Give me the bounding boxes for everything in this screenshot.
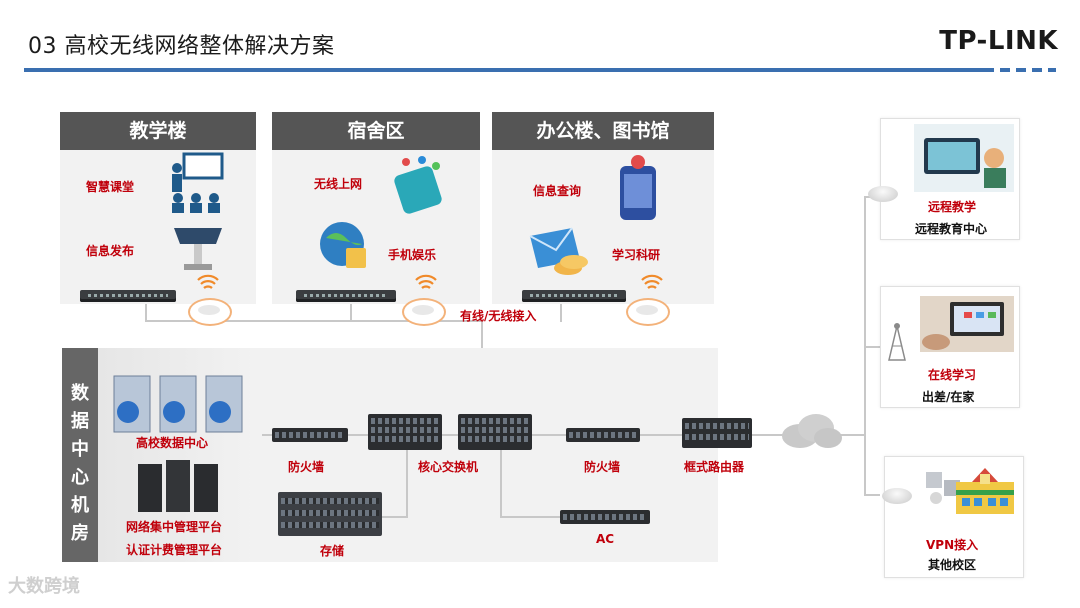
router-icon (868, 186, 898, 202)
watermark: 大数跨境 (8, 576, 80, 597)
zone-office-library: 办公楼、图书馆 (492, 112, 714, 304)
core-switch-left (368, 414, 442, 450)
label-core-switch: 核心交换机 (418, 460, 479, 474)
globe-entertainment-icon (320, 222, 366, 268)
wan-branch-line (864, 346, 880, 348)
datacenter-label: 数 据 中 心 机 房 (62, 348, 98, 562)
wifi-icon (415, 274, 437, 289)
brand-logo: TP-LINK (939, 26, 1058, 56)
dc-char: 数 (71, 383, 89, 404)
label-firewall-left: 防火墙 (288, 460, 325, 474)
server-cluster-icon (113, 375, 243, 433)
tower-server-icon (138, 460, 218, 512)
wifi-icon (197, 274, 219, 289)
label-firewall-right: 防火墙 (584, 460, 621, 474)
remote-teaching-icon (914, 124, 1014, 192)
divider-dash (1000, 68, 1010, 72)
cell-tower-icon (888, 323, 906, 361)
label-smart-classroom: 智慧课堂 (86, 180, 135, 194)
label-study-research: 学习科研 (612, 248, 661, 262)
ac-link-line (500, 446, 502, 518)
ac-controller (560, 510, 650, 524)
zone-dorm-title: 宿舍区 (272, 112, 480, 150)
online-learning-icon (920, 296, 1014, 352)
info-kiosk-icon (174, 228, 222, 270)
dc-char: 房 (71, 523, 89, 544)
wireless-ap (402, 298, 446, 326)
label-info-release: 信息发布 (86, 244, 135, 258)
wireless-ap (626, 298, 670, 326)
router-icon (882, 488, 912, 504)
storage-link-line (382, 516, 408, 518)
dc-char: 中 (71, 439, 89, 460)
mail-coins-icon (529, 227, 588, 275)
zone-teaching-title: 教学楼 (60, 112, 256, 150)
zone-dorm: 宿舍区 (272, 112, 480, 304)
label-chassis-router: 框式路由器 (684, 460, 745, 474)
label-online-learning: 在线学习 (928, 368, 977, 382)
access-switch (80, 290, 176, 302)
ac-link-line (500, 516, 562, 518)
label-wired-wireless-access: 有线/无线接入 (460, 309, 537, 323)
label-storage: 存储 (320, 544, 345, 558)
label-wireless-internet: 无线上网 (314, 177, 363, 191)
link-line (560, 300, 562, 322)
storage-link-line (406, 446, 408, 516)
divider-dash (1016, 68, 1026, 72)
access-link-line (145, 320, 481, 322)
label-remote-teaching: 远程教学 (928, 200, 977, 214)
title-divider (24, 68, 994, 72)
label-ac: AC (596, 532, 615, 546)
label-info-query: 信息查询 (533, 184, 582, 198)
campus-building-icon (956, 468, 1014, 514)
label-vpn-access: VPN接入 (926, 538, 979, 552)
firewall-right (566, 428, 640, 442)
label-network-mgmt-platform: 网络集中管理平台 (126, 520, 223, 534)
label-campus-datacenter: 高校数据中心 (136, 436, 209, 450)
storage-array (278, 492, 382, 536)
wifi-icon (641, 274, 663, 289)
label-auth-billing-platform: 认证计费管理平台 (126, 543, 223, 557)
access-switch (522, 290, 626, 302)
dc-char: 心 (71, 467, 89, 488)
label-travel-home: 出差/在家 (922, 390, 975, 404)
core-switch-right (458, 414, 532, 450)
label-mobile-entertainment: 手机娱乐 (388, 248, 437, 262)
divider-dash (1032, 68, 1042, 72)
zone-office-title: 办公楼、图书馆 (492, 112, 714, 150)
vpn-access-box (884, 456, 1024, 578)
link-line (145, 300, 147, 322)
smartphone-icon (394, 156, 442, 214)
label-remote-edu-center: 远程教育中心 (915, 222, 988, 236)
dc-char: 机 (71, 495, 89, 516)
dc-char: 据 (71, 411, 89, 432)
page-title: 03 高校无线网络整体解决方案 (28, 34, 335, 59)
divider-dash (1048, 68, 1056, 72)
chassis-router (682, 418, 752, 448)
wan-branch-line (864, 494, 880, 496)
cloud-icon (782, 414, 842, 448)
smart-classroom-icon (172, 152, 224, 213)
link-line (350, 300, 352, 322)
mobile-search-icon (620, 155, 656, 220)
zone-teaching: 教学楼 (60, 112, 256, 304)
access-switch (296, 290, 396, 302)
wireless-ap (188, 298, 232, 326)
label-other-campus: 其他校区 (928, 558, 977, 572)
firewall-left (272, 428, 348, 442)
